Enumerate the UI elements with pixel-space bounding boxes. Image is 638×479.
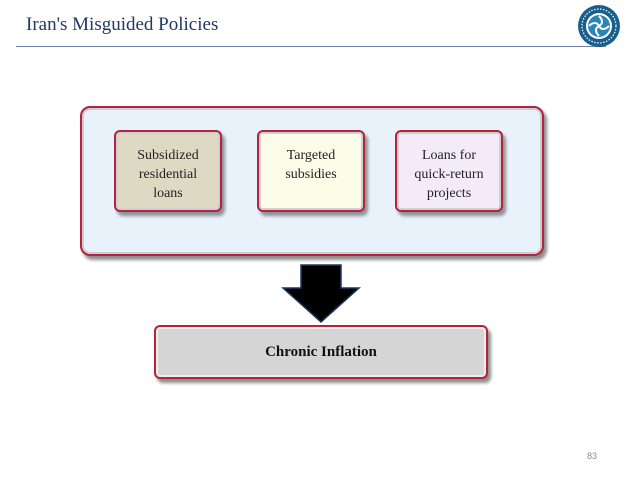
slide-title: Iran's Misguided Policies xyxy=(26,14,219,35)
policy-label: Subsidized residential loans xyxy=(137,148,199,201)
down-arrow-icon xyxy=(281,264,361,324)
policy-label: Targeted subsidies xyxy=(285,148,337,182)
page-number: 83 xyxy=(587,451,598,461)
result-label: Chronic Inflation xyxy=(265,343,377,360)
policy-box-subsidized-loans: Subsidized residential loans xyxy=(114,130,222,212)
title-divider xyxy=(16,46,606,47)
policy-label: Loans for quick-return projects xyxy=(414,148,484,201)
central-bank-emblem-icon xyxy=(578,5,620,47)
policy-box-quick-return-loans: Loans for quick-return projects xyxy=(395,130,503,212)
policy-box-targeted-subsidies: Targeted subsidies xyxy=(257,130,365,212)
result-box-chronic-inflation: Chronic Inflation xyxy=(154,325,488,379)
